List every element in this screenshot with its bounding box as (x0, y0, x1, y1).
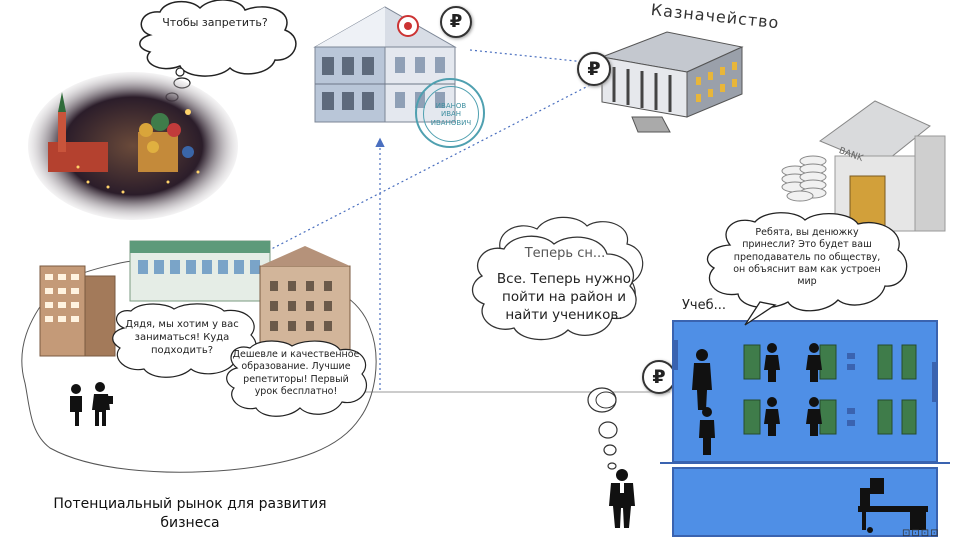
line-house-treasury (469, 49, 586, 63)
thought-back-text: Теперь сн... (524, 246, 606, 261)
ruble-coin-house: ₽ (440, 6, 472, 38)
bubble-parents-text: Дядя, мы хотим у вас заниматься! Куда по… (125, 319, 239, 356)
people-parents-icon (70, 382, 113, 426)
bubble-cheaper-shape (226, 340, 368, 417)
bubble-cheaper-text: Дешевле и качественное образование. Лучш… (232, 349, 360, 398)
thought-cloud (471, 216, 644, 341)
stamp: ИВАНОВ ИВАН ИВАНОВИЧ (415, 78, 485, 148)
stamp-text: ИВАНОВ ИВАН ИВАНОВИЧ (430, 102, 472, 127)
office-desk-icon (858, 478, 928, 533)
school-divider (660, 462, 950, 464)
arrow-treasury-market (247, 84, 591, 262)
bubble-forbid-shape (139, 0, 297, 77)
school-label: Учеб... (682, 298, 727, 313)
school-office (672, 467, 938, 537)
ruble-coin-treasury: ₽ (577, 52, 611, 86)
market-label: Потенциальный рынок для развития бизнеса (53, 496, 327, 531)
footer-icons[interactable]: ⊡⊡⊡⊡ (902, 528, 940, 539)
kremlin-image (28, 72, 238, 220)
ruble-coin-school: ₽ (642, 360, 676, 394)
school-classroom (672, 320, 938, 463)
thought-front-text: Все. Теперь нужно пойти на район и найти… (496, 271, 632, 324)
bubble-kids-text: Ребята, вы денюжку принесли? Это будет в… (733, 227, 881, 288)
classroom-contents (672, 340, 938, 455)
bubble-forbid-text: Чтобы запретить? (162, 16, 268, 29)
man-icon (609, 469, 635, 528)
thought-dots-man (587, 387, 618, 470)
bubble-kids-shape (706, 212, 908, 326)
treasury-building (600, 31, 744, 133)
